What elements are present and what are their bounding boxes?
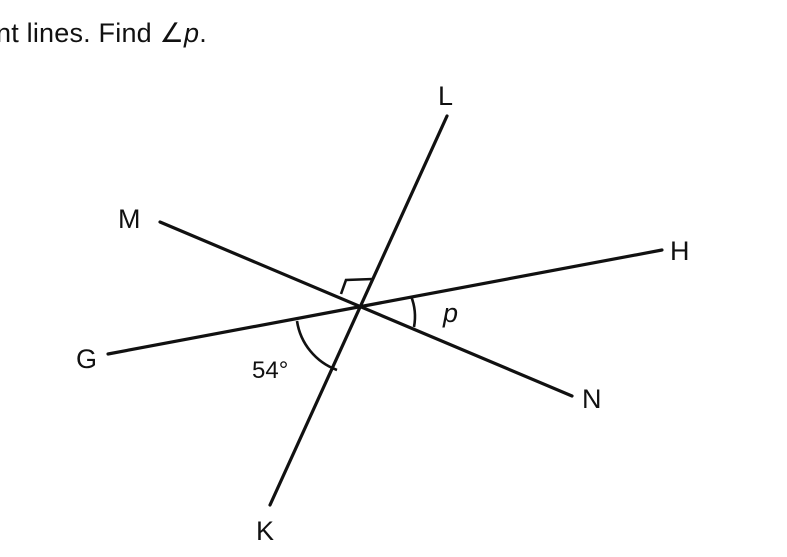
line-gh	[106, 248, 664, 356]
question-text-end: .	[199, 18, 207, 48]
label-point-g: G	[76, 344, 97, 374]
label-point-m: M	[118, 204, 141, 234]
angle-arc-p	[409, 295, 417, 328]
label-point-k: K	[256, 516, 274, 546]
angle-arc-54	[295, 320, 338, 372]
line-lk	[268, 114, 449, 507]
line-mn	[158, 220, 574, 398]
angle-label-p: p	[442, 298, 458, 328]
question-text-start: nt lines. Find ∠	[0, 18, 184, 48]
label-point-l: L	[438, 81, 453, 111]
question-text: nt lines. Find ∠p.	[0, 18, 207, 49]
question-variable: p	[183, 18, 200, 48]
label-point-n: N	[582, 384, 602, 414]
right-angle-marker	[339, 277, 374, 295]
label-point-h: H	[670, 236, 690, 266]
angle-label-54: 54°	[252, 357, 288, 384]
